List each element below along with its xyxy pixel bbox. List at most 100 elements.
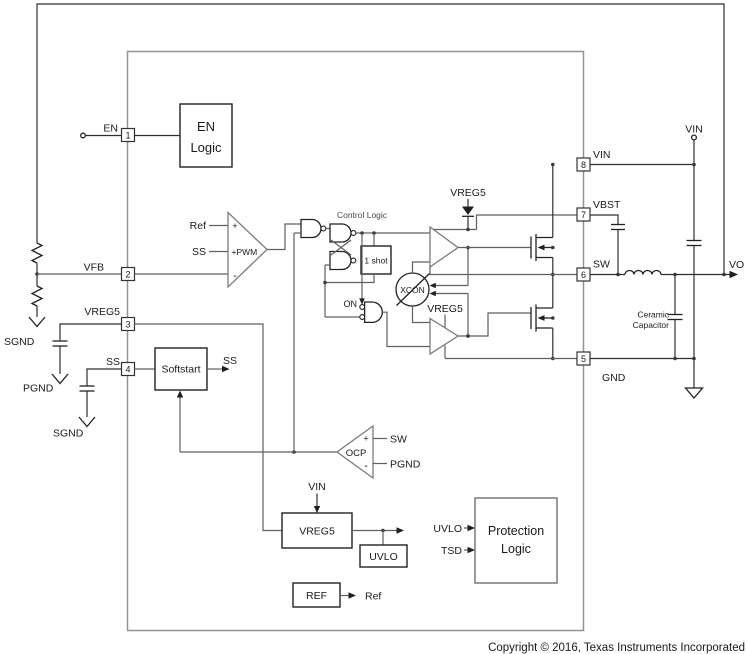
pin4-name: SS bbox=[106, 356, 120, 368]
uvlo-block-label: UVLO bbox=[369, 551, 398, 563]
vreg5-block-label: VREG5 bbox=[299, 526, 335, 538]
copyright-text: Copyright © 2016, Texas Instruments Inco… bbox=[488, 642, 745, 654]
ref-out-arrow-icon bbox=[348, 592, 356, 599]
low-side-mosfet bbox=[530, 272, 555, 361]
ceramic-capacitor-label2: Capacitor bbox=[633, 320, 670, 330]
ceramic-capacitor-label1: Ceramic bbox=[637, 310, 669, 320]
pin-2: 2 VFB bbox=[84, 262, 136, 282]
pin-4: 4 SS bbox=[106, 356, 136, 377]
uvlo-signal-label: UVLO bbox=[433, 523, 462, 535]
xcon-arrow-top-icon bbox=[429, 282, 436, 289]
protection-line1: Protection bbox=[488, 524, 544, 538]
on-arrow-icon bbox=[359, 298, 365, 305]
ss-output-label: SS bbox=[223, 355, 237, 367]
feedback-divider: SGND bbox=[4, 242, 122, 348]
xcon-arrow-bottom-icon bbox=[429, 290, 436, 297]
high-side-driver-icon bbox=[429, 225, 460, 269]
pin2-name: VFB bbox=[84, 262, 104, 274]
mosfet-body-arrow-icon bbox=[537, 315, 545, 321]
vin-arrow-icon bbox=[313, 506, 321, 513]
ss-out-arrow-icon bbox=[222, 365, 230, 373]
pin3-name: VREG5 bbox=[84, 306, 120, 318]
ic-boundary bbox=[126, 50, 585, 632]
ref-block: REF Ref bbox=[292, 582, 381, 608]
vo-label: VO bbox=[729, 259, 744, 271]
sgnd-upper-label: SGND bbox=[4, 336, 35, 348]
vreg5-bootstrap-label: VREG5 bbox=[450, 187, 486, 199]
en-terminal: EN bbox=[80, 123, 122, 139]
sgnd-lower-label: SGND bbox=[53, 428, 84, 440]
pin8-name: VIN bbox=[593, 149, 611, 161]
vin-terminal: VIN bbox=[590, 124, 703, 167]
softstart-block: Softstart SS bbox=[134, 347, 237, 452]
vreg5-bypass-capacitor: PGND bbox=[23, 323, 122, 395]
pwm-ref-input-label: Ref bbox=[190, 220, 206, 232]
xcon-block: XCON bbox=[395, 245, 470, 338]
vreg5-lowside-label: VREG5 bbox=[427, 303, 463, 315]
resistor-bottom bbox=[30, 285, 44, 307]
ocp-comparator-icon bbox=[335, 424, 374, 480]
sw-rail-internal bbox=[429, 267, 577, 276]
softstart-label: Softstart bbox=[161, 364, 200, 376]
diode-icon bbox=[462, 206, 474, 215]
pin-1: 1 bbox=[120, 127, 136, 143]
pin4-number: 4 bbox=[125, 364, 130, 374]
resistor-top bbox=[30, 242, 44, 264]
pin-5: 5 GND bbox=[576, 351, 626, 384]
pin-8: 8 VIN bbox=[576, 149, 611, 172]
tsd-signal-label: TSD bbox=[441, 545, 462, 557]
output-stage: VO bbox=[590, 259, 744, 279]
low-side-gate-wire bbox=[458, 312, 531, 337]
ocp-pgnd-input-label: PGND bbox=[390, 459, 421, 471]
input-capacitor bbox=[684, 164, 704, 400]
pin7-name: VBST bbox=[593, 199, 621, 211]
pin6-name: SW bbox=[593, 259, 610, 271]
pin1-name: EN bbox=[103, 123, 118, 135]
on-gate: ON bbox=[344, 233, 430, 348]
pwm-ss-input-label: SS bbox=[192, 246, 206, 258]
pin6-number: 6 bbox=[581, 270, 586, 280]
ceramic-capacitor: Ceramic Capacitor bbox=[633, 274, 683, 359]
ocp-comparator: OCP + - SW PGND bbox=[180, 233, 421, 480]
inductor-icon bbox=[624, 269, 662, 275]
uvlo-block: UVLO bbox=[359, 544, 408, 568]
on-signal-label: ON bbox=[344, 299, 358, 309]
pin-7: 7 VBST bbox=[576, 199, 621, 222]
sgnd-lower-ground-icon bbox=[78, 416, 96, 428]
pin7-number: 7 bbox=[581, 210, 586, 220]
pin3-number: 3 bbox=[125, 319, 130, 329]
vreg5-pin3-wire bbox=[134, 323, 282, 532]
protection-line2: Logic bbox=[501, 542, 531, 556]
pgnd-ground-icon bbox=[51, 373, 69, 385]
vin-supply-label: VIN bbox=[685, 124, 703, 136]
uvlo-in-arrow-icon bbox=[467, 524, 475, 532]
vreg5-out-arrow-icon bbox=[396, 527, 404, 534]
sr-latch bbox=[329, 223, 357, 271]
pin1-number: 1 bbox=[125, 130, 130, 140]
pin8-number: 8 bbox=[581, 160, 586, 170]
pin5-number: 5 bbox=[581, 354, 586, 364]
bootstrap-diode: VREG5 bbox=[430, 187, 577, 232]
vo-arrow-icon bbox=[729, 270, 738, 279]
pin-6: 6 SW bbox=[576, 259, 610, 282]
input-nand-gate bbox=[294, 218, 330, 239]
low-side-driver-icon bbox=[429, 317, 460, 356]
bootstrap-capacitor bbox=[590, 214, 625, 277]
one-shot-block: 1 shot bbox=[323, 233, 392, 318]
softstart-restart-arrow-icon bbox=[176, 390, 184, 398]
en-logic-block: EN Logic bbox=[134, 103, 233, 168]
high-side-mosfet bbox=[530, 162, 555, 275]
mosfet-body-arrow-icon bbox=[537, 244, 545, 251]
one-shot-label: 1 shot bbox=[364, 256, 388, 266]
ss-capacitor: SGND bbox=[53, 368, 122, 440]
tsd-in-arrow-icon bbox=[467, 546, 475, 554]
xcon-label: XCON bbox=[400, 285, 425, 295]
pwm-plus-sign: + bbox=[232, 221, 237, 231]
high-side-driver bbox=[429, 225, 531, 269]
pwm-comparator-icon bbox=[227, 210, 268, 289]
pgnd-label: PGND bbox=[23, 383, 54, 395]
protection-logic-block: Protection Logic UVLO TSD bbox=[433, 497, 558, 584]
ocp-label: OCP bbox=[346, 448, 367, 459]
